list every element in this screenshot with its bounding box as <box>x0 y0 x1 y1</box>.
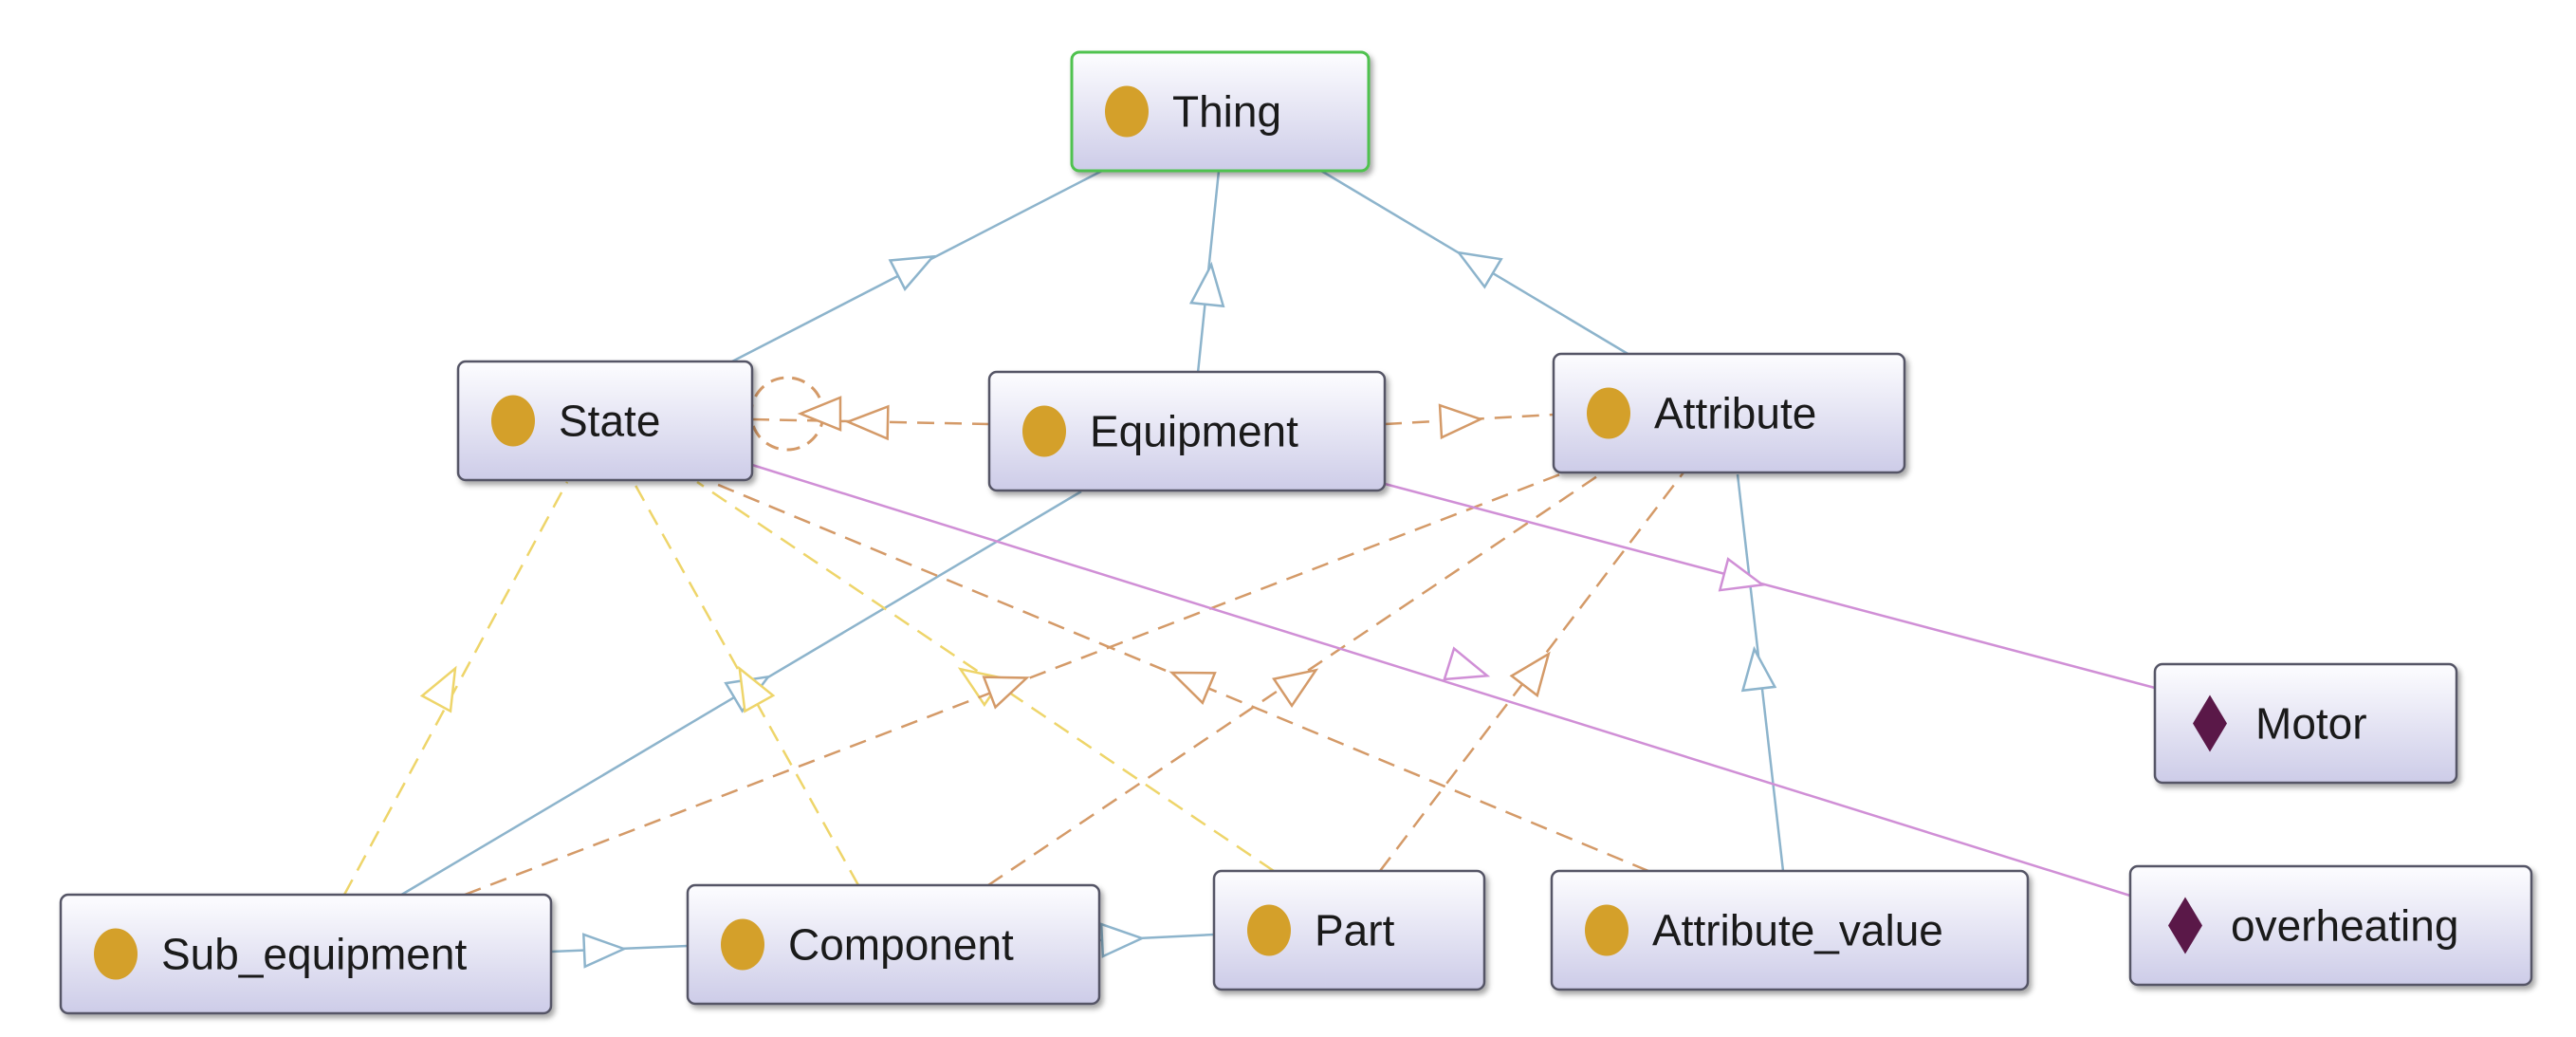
edge-equivalent-equipment-to-state[interactable] <box>751 404 990 441</box>
class-circle-icon <box>1105 85 1149 138</box>
node-attribute[interactable]: Attribute <box>1552 352 1906 474</box>
node-state[interactable]: State <box>456 360 754 482</box>
edge-subclass-attribute-to-thing[interactable] <box>1320 169 1630 357</box>
node-part[interactable]: Part <box>1212 869 1486 991</box>
class-circle-icon <box>491 395 535 447</box>
edge-arrowhead <box>1438 403 1484 440</box>
node-label: overheating <box>2231 901 2458 951</box>
edge-equivalent-sub_equipment-to-attribute[interactable] <box>464 471 1566 897</box>
edges-layer <box>342 169 2156 969</box>
edge-subclass-sub_equipment-to-component[interactable] <box>550 933 689 969</box>
edge-arrowhead <box>738 665 776 713</box>
class-circle-icon <box>1022 405 1066 457</box>
edge-equivalent-sub_equipment-to-state[interactable] <box>342 481 569 896</box>
node-motor[interactable]: Motor <box>2153 662 2458 785</box>
node-label: Part <box>1315 906 1395 955</box>
node-box <box>59 893 553 1015</box>
node-equipment[interactable]: Equipment <box>987 370 1387 492</box>
node-label: Motor <box>2255 699 2367 749</box>
node-thing[interactable]: Thing <box>1070 50 1371 173</box>
node-label: Attribute <box>1654 389 1816 438</box>
node-overheating[interactable]: overheating <box>2128 864 2533 987</box>
edge-arrowhead <box>581 933 628 969</box>
edge-arrowhead <box>1740 645 1777 693</box>
edge-instance-equipment-to-motor[interactable] <box>1384 482 2156 690</box>
individual-diamond-icon <box>2168 897 2202 954</box>
edge-equivalent-state-to-state[interactable] <box>749 376 842 452</box>
edge-arrowhead <box>888 254 936 291</box>
edge-arrowhead <box>1168 671 1217 705</box>
node-label: Thing <box>1172 87 1281 137</box>
node-sub-equipment[interactable]: Sub_equipment <box>59 893 553 1015</box>
edge-subclass-component-to-part[interactable] <box>1098 922 1215 958</box>
node-component[interactable]: Component <box>686 883 1101 1006</box>
edge-line <box>751 463 2131 898</box>
class-circle-icon <box>1247 904 1291 956</box>
edge-subclass-state-to-thing[interactable] <box>729 169 1103 364</box>
edge-equivalent-part-to-attribute[interactable] <box>1379 472 1684 872</box>
node-box <box>686 883 1101 1006</box>
edge-equivalent-component-to-state[interactable] <box>632 481 860 886</box>
edge-equivalent-component-to-attribute[interactable] <box>987 471 1604 887</box>
node-label: Equipment <box>1090 407 1298 456</box>
edge-equivalent-equipment-to-attribute[interactable] <box>1384 403 1555 440</box>
edge-arrowhead <box>1443 646 1491 681</box>
edge-arrowhead <box>419 665 457 713</box>
edge-arrowhead <box>1188 261 1225 308</box>
edge-arrowhead <box>1718 557 1766 592</box>
edge-line <box>342 481 569 896</box>
edge-arrowhead <box>1272 668 1319 709</box>
class-circle-icon <box>721 918 764 971</box>
edge-arrowhead <box>1509 651 1551 698</box>
edge-line <box>696 480 1275 873</box>
node-box <box>1552 352 1906 474</box>
edge-equivalent-attribute_value-to-state[interactable] <box>710 480 1649 873</box>
class-circle-icon <box>1585 904 1628 956</box>
node-box <box>2153 662 2458 785</box>
node-box <box>1212 869 1486 991</box>
node-attribute-value[interactable]: Attribute_value <box>1550 869 2030 991</box>
class-circle-icon <box>1587 387 1630 439</box>
node-label: Attribute_value <box>1652 906 1943 955</box>
edge-instance-state-to-overheating[interactable] <box>751 463 2131 898</box>
edge-arrowhead <box>797 396 842 432</box>
edge-arrowhead <box>1456 250 1503 289</box>
node-label: Sub_equipment <box>161 930 467 979</box>
node-box <box>987 370 1387 492</box>
edge-line <box>1384 482 2156 690</box>
node-box <box>2128 864 2533 987</box>
edge-arrowhead <box>844 404 890 441</box>
node-label: Component <box>788 920 1014 970</box>
node-box <box>456 360 754 482</box>
edge-arrowhead <box>1099 922 1146 958</box>
class-circle-icon <box>94 928 138 980</box>
node-box <box>1550 869 2030 991</box>
edge-subclass-equipment-to-thing[interactable] <box>1188 170 1225 374</box>
node-label: State <box>559 397 660 446</box>
edge-arrowhead <box>982 676 1030 710</box>
node-box <box>1070 50 1371 173</box>
individual-diamond-icon <box>2193 694 2227 752</box>
edge-subclass-attribute_value-to-attribute[interactable] <box>1736 473 1785 872</box>
